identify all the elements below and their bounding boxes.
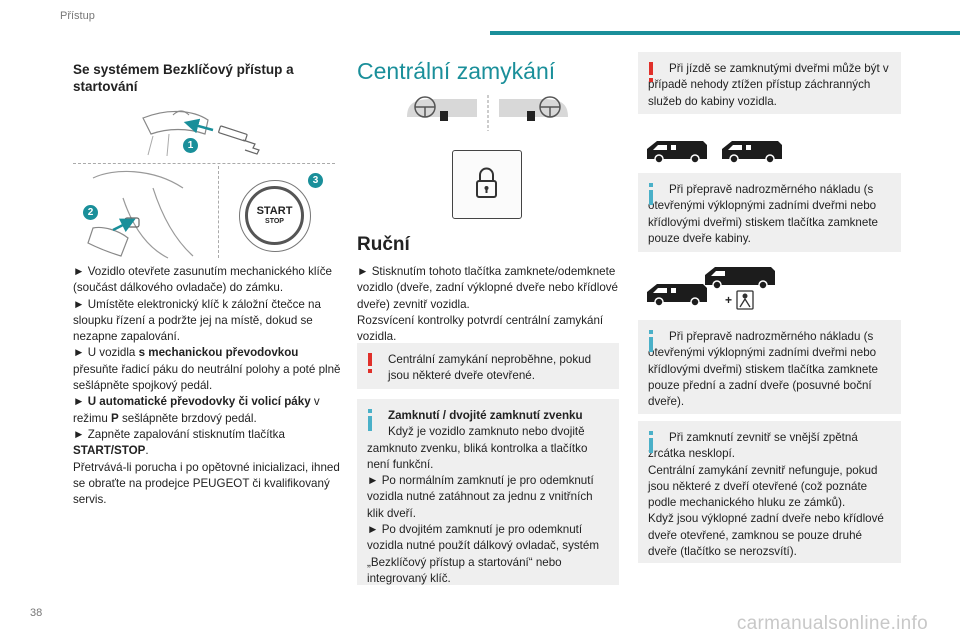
figure-divider-horizontal xyxy=(73,163,335,164)
info-box-external-locking: Zamknutí / dvojité zamknutí zvenku Když … xyxy=(357,399,619,585)
keyless-step-5: ► Zapněte zapalování stisknutím tlačítka… xyxy=(73,427,285,458)
keyless-start-figure: 1 2 START STOP 3 xyxy=(73,100,335,260)
warning-box-doors-open: Centrální zamykání neproběhne, pokud jso… xyxy=(357,343,619,389)
callout-2: 2 xyxy=(83,205,98,220)
svg-text:+: + xyxy=(725,293,732,307)
warning-icon xyxy=(649,62,654,82)
info-icon xyxy=(649,431,654,453)
figure-divider-vertical xyxy=(218,166,219,258)
info-external-line-1: Když je vozidlo zamknuto nebo dvojitě za… xyxy=(367,425,588,471)
info-internal-line-2: Centrální zamykání zevnitř nefunguje, po… xyxy=(648,463,878,510)
central-lock-button-figure xyxy=(452,150,522,219)
keyless-step-2: ► Umístěte elektronický klíč k záložní č… xyxy=(73,297,321,344)
info-box-internal-locking: Při zamknutí zevnitř se vnější zpětná zr… xyxy=(638,421,901,563)
info-external-line-2: ► Po normálním zamknutí je pro odemknutí… xyxy=(367,474,594,520)
keyless-instructions: ► Vozidlo otevřete zasunutím mechanickéh… xyxy=(73,264,343,508)
vans-cab-only-figure xyxy=(645,137,785,165)
lhd-rhd-dashboard-figure xyxy=(405,93,570,133)
manual-instructions: ► Stisknutím tohoto tlačítka zamknete/od… xyxy=(357,264,619,345)
callout-1: 1 xyxy=(183,138,198,153)
manual-note: Rozsvícení kontrolky potvrdí centrální z… xyxy=(357,313,604,344)
keyless-step-3: ► U vozidla s mechanickou převodovkou př… xyxy=(73,346,341,393)
van-icon: + xyxy=(647,267,775,310)
warning-icon xyxy=(368,353,373,373)
keyless-section-title: Se systémem Bezklíčový přístup a startov… xyxy=(73,62,294,94)
info-internal-line-3: Když jsou výklopné zadní dveře nebo kříd… xyxy=(648,512,884,559)
info-external-line-3: ► Po dvojitém zamknutí je pro odemknutí … xyxy=(367,523,599,585)
van-icon xyxy=(647,141,782,164)
keyless-step-4: ► U automatické převodovky či volicí pák… xyxy=(73,395,320,425)
vans-sliding-door-figure: + xyxy=(645,265,785,310)
steering-wheel-icon xyxy=(407,95,568,131)
section-header: Přístup xyxy=(60,10,95,22)
padlock-icon xyxy=(476,167,497,198)
keyless-note: Přetrvává-li porucha i po opětovné inici… xyxy=(73,460,340,507)
page-number: 38 xyxy=(30,607,43,619)
manual-step-1: ► Stisknutím tohoto tlačítka zamknete/od… xyxy=(357,265,619,311)
watermark: carmanualsonline.info xyxy=(736,613,928,634)
info-icon xyxy=(649,183,654,205)
callout-3: 3 xyxy=(308,173,323,188)
warning-box-emergency-access: Při jízdě se zamknutými dveřmi může být … xyxy=(638,52,901,114)
info-box-oversize-sliding: Při přepravě nadrozměrného nákladu (s ot… xyxy=(638,320,901,414)
keyless-step-1: ► Vozidlo otevřete zasunutím mechanickéh… xyxy=(73,265,332,295)
info-icon xyxy=(368,409,373,431)
info-icon xyxy=(649,330,654,352)
info-box-oversize-cab: Při přepravě nadrozměrného nákladu (s ot… xyxy=(638,173,901,252)
manual-subtitle: Ruční xyxy=(357,234,410,255)
central-locking-title: Centrální zamykání xyxy=(357,58,556,84)
door-lock-key-icon xyxy=(142,110,260,157)
steering-column-icon xyxy=(87,170,194,259)
header-accent-bar xyxy=(490,31,960,35)
start-label: START xyxy=(256,205,293,217)
start-stop-button-figure: START STOP xyxy=(239,180,311,252)
stop-label: STOP xyxy=(265,218,284,225)
